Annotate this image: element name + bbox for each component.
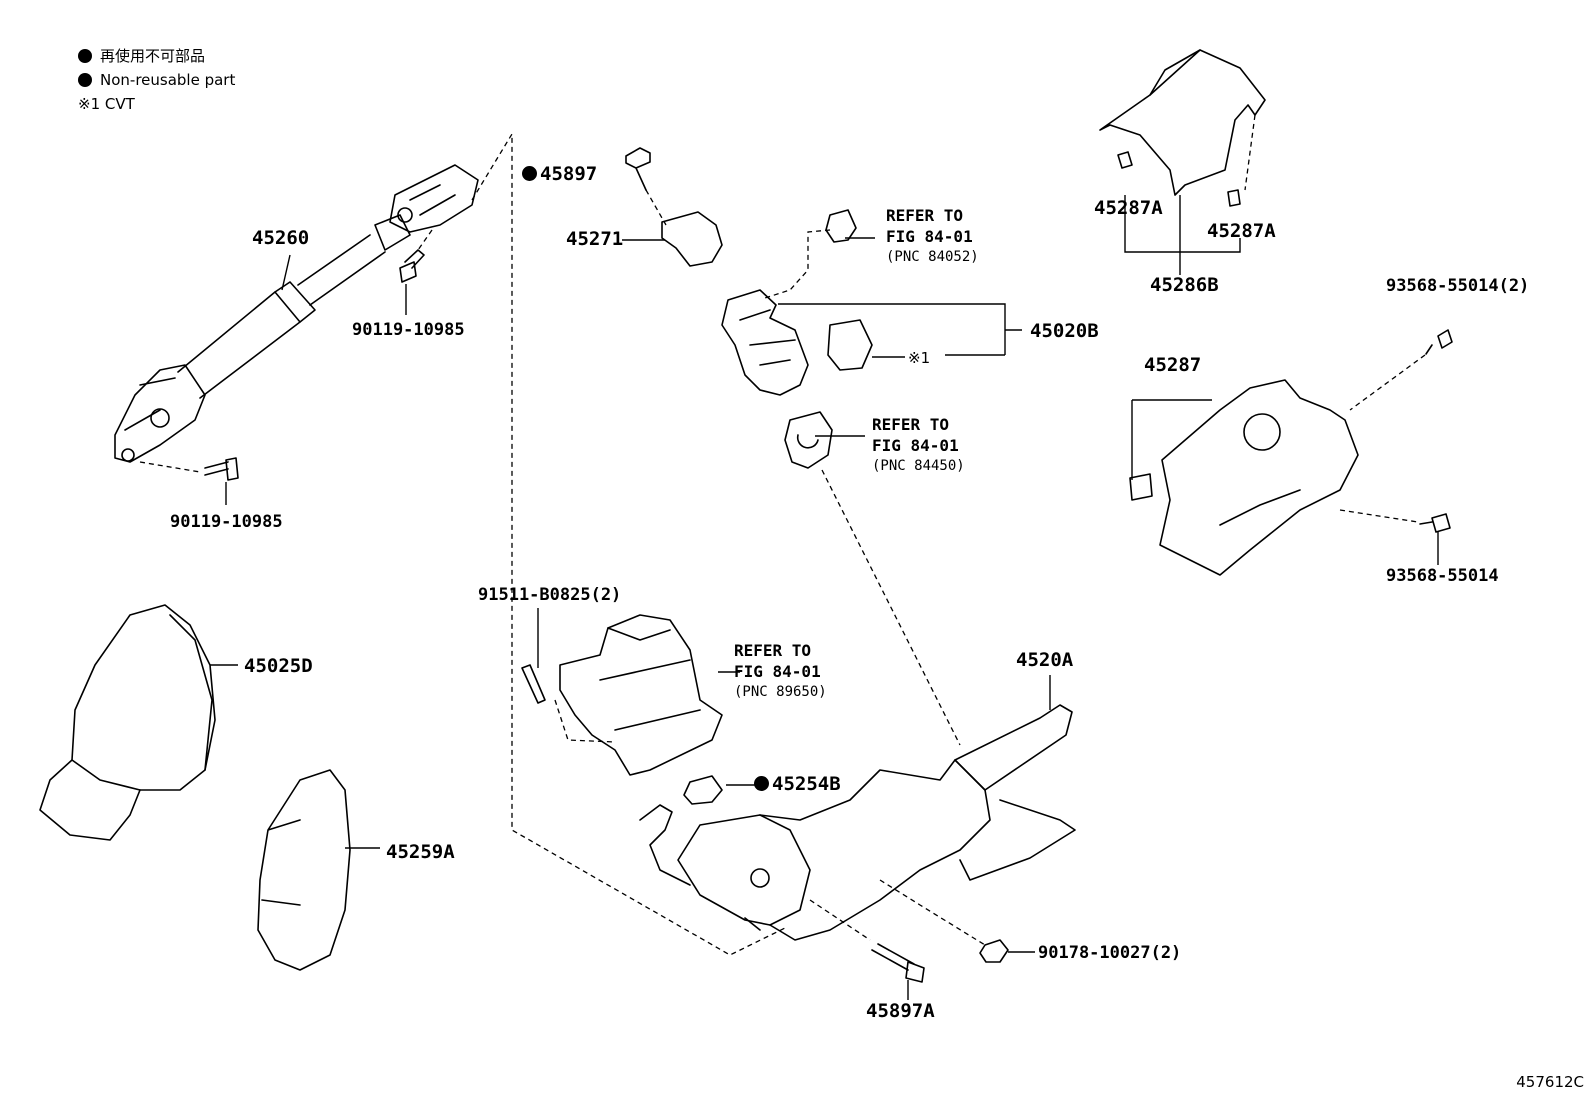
refer-84450-line1: REFER TO <box>872 415 950 434</box>
label-45897: 45897 <box>522 164 597 184</box>
screw-93568-top <box>1425 329 1453 355</box>
refer-84450-pnc: (PNC 84450) <box>872 458 965 474</box>
refer-89650-line2: FIG 84-01 <box>734 662 821 681</box>
label-91511: 91511-B0825(2) <box>478 585 622 605</box>
legend-jp-text: 再使用不可部品 <box>100 47 206 65</box>
label-45260: 45260 <box>252 227 310 249</box>
refer-84052-line1: REFER TO <box>886 206 964 225</box>
cover-45271-drawing <box>661 211 723 267</box>
label-45020B: 45020B <box>1030 320 1099 342</box>
label-93568-top: 93568-55014(2) <box>1386 276 1530 296</box>
screw-93568-bottom <box>1419 513 1451 533</box>
label-90178: 90178-10027(2) <box>1038 943 1182 963</box>
label-45254B: 45254B <box>754 774 841 794</box>
label-45254B-text: 45254B <box>772 773 841 795</box>
label-4520A: 4520A <box>1016 649 1074 671</box>
clamp-45254B-drawing <box>683 775 723 805</box>
bolt-91511-drawing <box>521 664 546 704</box>
legend-note: ※1 CVT <box>78 95 135 113</box>
intermediate-shaft-drawing <box>114 164 479 463</box>
refer-89650-pnc: (PNC 89650) <box>734 684 827 700</box>
legend-item-jp: 再使用不可部品 <box>78 44 235 68</box>
label-45025D: 45025D <box>244 655 313 677</box>
cover-45259A-drawing <box>257 769 351 971</box>
label-90119-bottom: 90119-10985 <box>170 512 283 532</box>
refer-84450-line2: FIG 84-01 <box>872 436 959 455</box>
connector-84052-drawing <box>825 209 857 243</box>
bolt-45897A-drawing <box>871 943 925 983</box>
label-45287: 45287 <box>1144 354 1202 376</box>
non-reusable-dot-icon <box>754 776 769 791</box>
clip-45287A-left <box>1117 151 1133 169</box>
clip-45287A-right <box>1227 189 1241 207</box>
refer-89650: REFER TO FIG 84-01 (PNC 89650) <box>734 640 827 703</box>
filled-dot-icon <box>78 49 92 63</box>
refer-84052-line2: FIG 84-01 <box>886 227 973 246</box>
label-93568-bottom: 93568-55014 <box>1386 566 1499 586</box>
label-note-cvt: ※1 <box>908 349 931 367</box>
label-45286B: 45286B <box>1150 274 1219 296</box>
upper-cover-45286B-drawing <box>1099 49 1266 196</box>
switch-45020B-drawing <box>721 289 873 396</box>
lower-cover-45287-drawing <box>1129 379 1359 576</box>
legend-item-en: Non-reusable part <box>78 68 235 92</box>
legend-en-text: Non-reusable part <box>100 71 236 89</box>
label-45897A: 45897A <box>866 1000 935 1022</box>
refer-84450: REFER TO FIG 84-01 (PNC 84450) <box>872 414 965 477</box>
label-45259A: 45259A <box>386 841 455 863</box>
label-45271: 45271 <box>566 228 624 250</box>
non-reusable-dot-icon <box>522 166 537 181</box>
label-45287A-left: 45287A <box>1094 197 1163 219</box>
column-4520A-drawing <box>639 704 1076 941</box>
hole-cover-45025D-drawing <box>39 604 216 841</box>
ring-84450-drawing <box>784 411 833 469</box>
leader-lines <box>210 195 1439 1000</box>
illustration-code: 457612C <box>1516 1073 1584 1091</box>
filled-dot-icon <box>78 73 92 87</box>
bolt-45897-drawing <box>625 147 651 191</box>
label-45897-text: 45897 <box>540 163 598 185</box>
refer-84052: REFER TO FIG 84-01 (PNC 84052) <box>886 205 979 268</box>
legend: 再使用不可部品 Non-reusable part ※1 CVT <box>78 44 235 116</box>
nut-90178-drawing <box>979 939 1009 963</box>
bolt-90119-bottom <box>204 457 239 481</box>
assembly-dash-lines <box>139 114 1426 956</box>
label-90119-top: 90119-10985 <box>352 320 465 340</box>
bolt-90119-top <box>399 249 425 283</box>
label-45287A-right: 45287A <box>1207 220 1276 242</box>
refer-84052-pnc: (PNC 84052) <box>886 249 979 265</box>
refer-89650-line1: REFER TO <box>734 641 812 660</box>
motor-89650-drawing <box>559 614 723 776</box>
